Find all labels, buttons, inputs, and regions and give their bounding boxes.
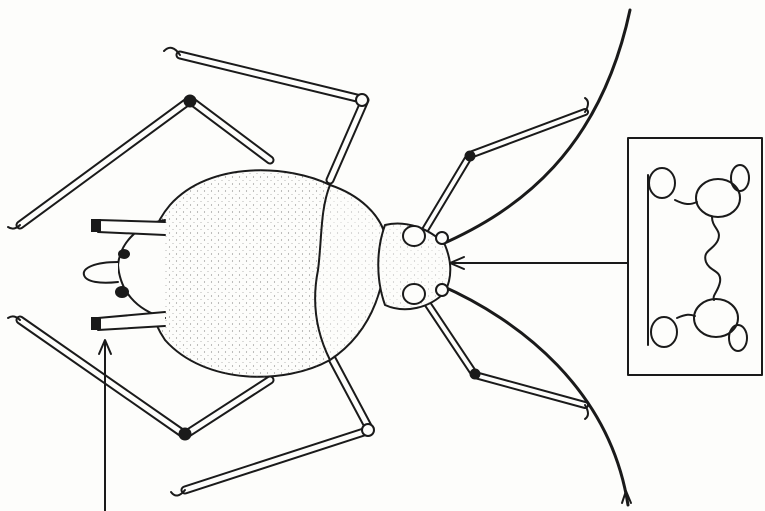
cornicle-upper [91, 219, 165, 235]
inset-detail-box [628, 138, 762, 375]
front-leg-upper [425, 98, 588, 230]
compound-eye-lower [403, 284, 425, 304]
compound-eye-upper [403, 226, 425, 246]
cauda-tip [84, 262, 118, 283]
antennal-tubercle-pointer-arrow [450, 257, 628, 269]
antennal-tubercle-lower [436, 284, 448, 296]
cornicle-pointer-arrow [99, 340, 111, 511]
front-leg-lower [425, 300, 588, 419]
cornicle-lower [91, 312, 165, 330]
antennal-tubercle-upper [436, 232, 448, 244]
